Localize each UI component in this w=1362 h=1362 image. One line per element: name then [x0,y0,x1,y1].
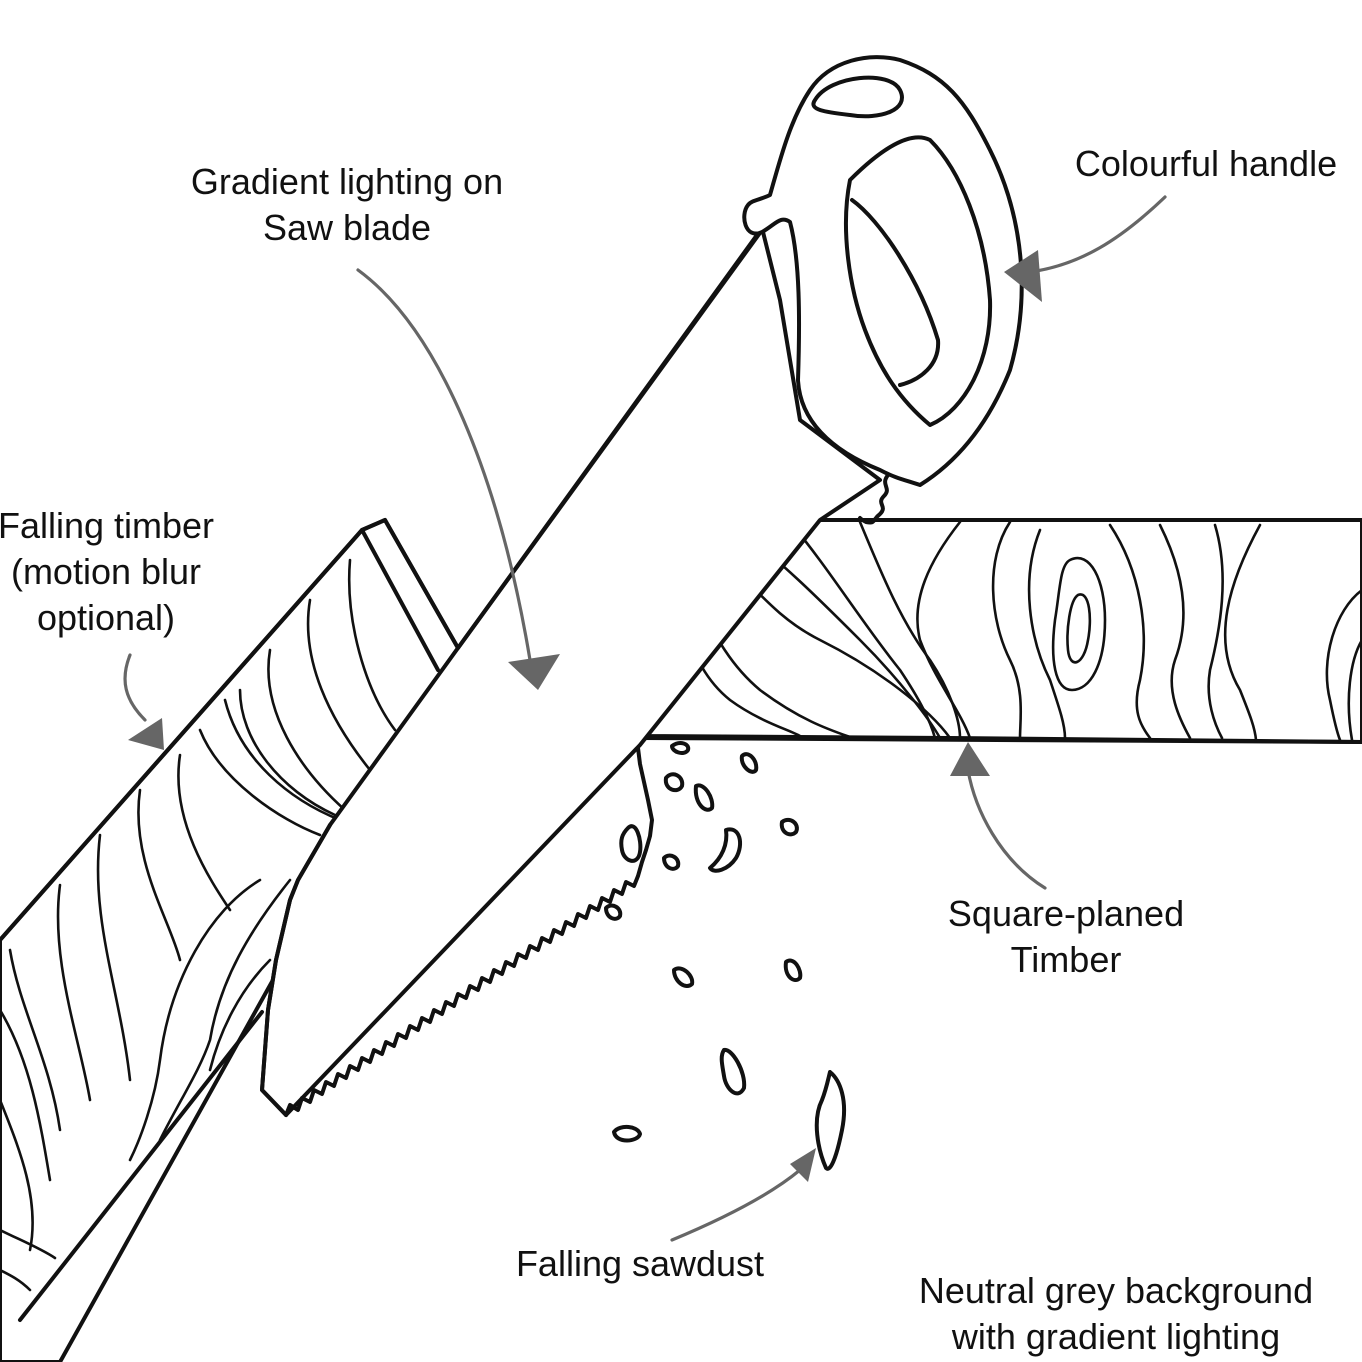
handle-spring [858,473,890,525]
timber-grain [638,520,1362,742]
sawdust-particle [662,853,681,871]
sawdust-label: Falling sawdust [516,1243,764,1284]
background-label-line2: with gradient lighting [951,1316,1280,1357]
falling-timber-grain [0,558,397,1292]
saw-blade-arrow [356,268,560,690]
sawdust-particle [619,824,643,863]
sawdust-particle [739,752,759,774]
saw-handle [742,55,1024,525]
saw-blade-label-line2: Saw blade [263,207,431,248]
callout-arrows [123,195,1167,1242]
falling-timber-label-line2: (motion blur [11,551,201,592]
sawdust-particles [604,741,847,1171]
sawdust-particle [693,783,715,812]
square-planed-timber [630,518,1362,744]
sawdust-particle [604,903,623,921]
falling-timber-label-line1: Falling timber [0,505,214,546]
sawdust-particle [670,741,691,755]
background-label-line1: Neutral grey background [919,1270,1313,1311]
sawdust-particle [779,817,799,837]
sawdust-particle [672,966,695,989]
handle-arrow [1004,195,1167,302]
square-timber-label-line2: Timber [1011,939,1122,980]
handle-label: Colourful handle [1075,143,1337,184]
square-timber-label-line1: Square-planed [948,893,1184,934]
square-timber-arrow [950,742,1047,890]
sawdust-particle [663,772,685,793]
sawdust-particle [708,827,743,873]
falling-timber-arrow [123,653,164,750]
labels: Gradient lighting on Saw blade Colourful… [0,143,1337,1357]
saw-teeth [284,746,654,1117]
sawdust-particle [719,1048,747,1096]
sawdust-particle [814,1070,847,1171]
falling-timber-label-line3: optional) [37,597,175,638]
sawdust-particle [783,958,803,982]
sawdust-arrow [670,1148,816,1242]
sawdust-particle [612,1125,642,1143]
saw-blade-label-line1: Gradient lighting on [191,161,503,202]
